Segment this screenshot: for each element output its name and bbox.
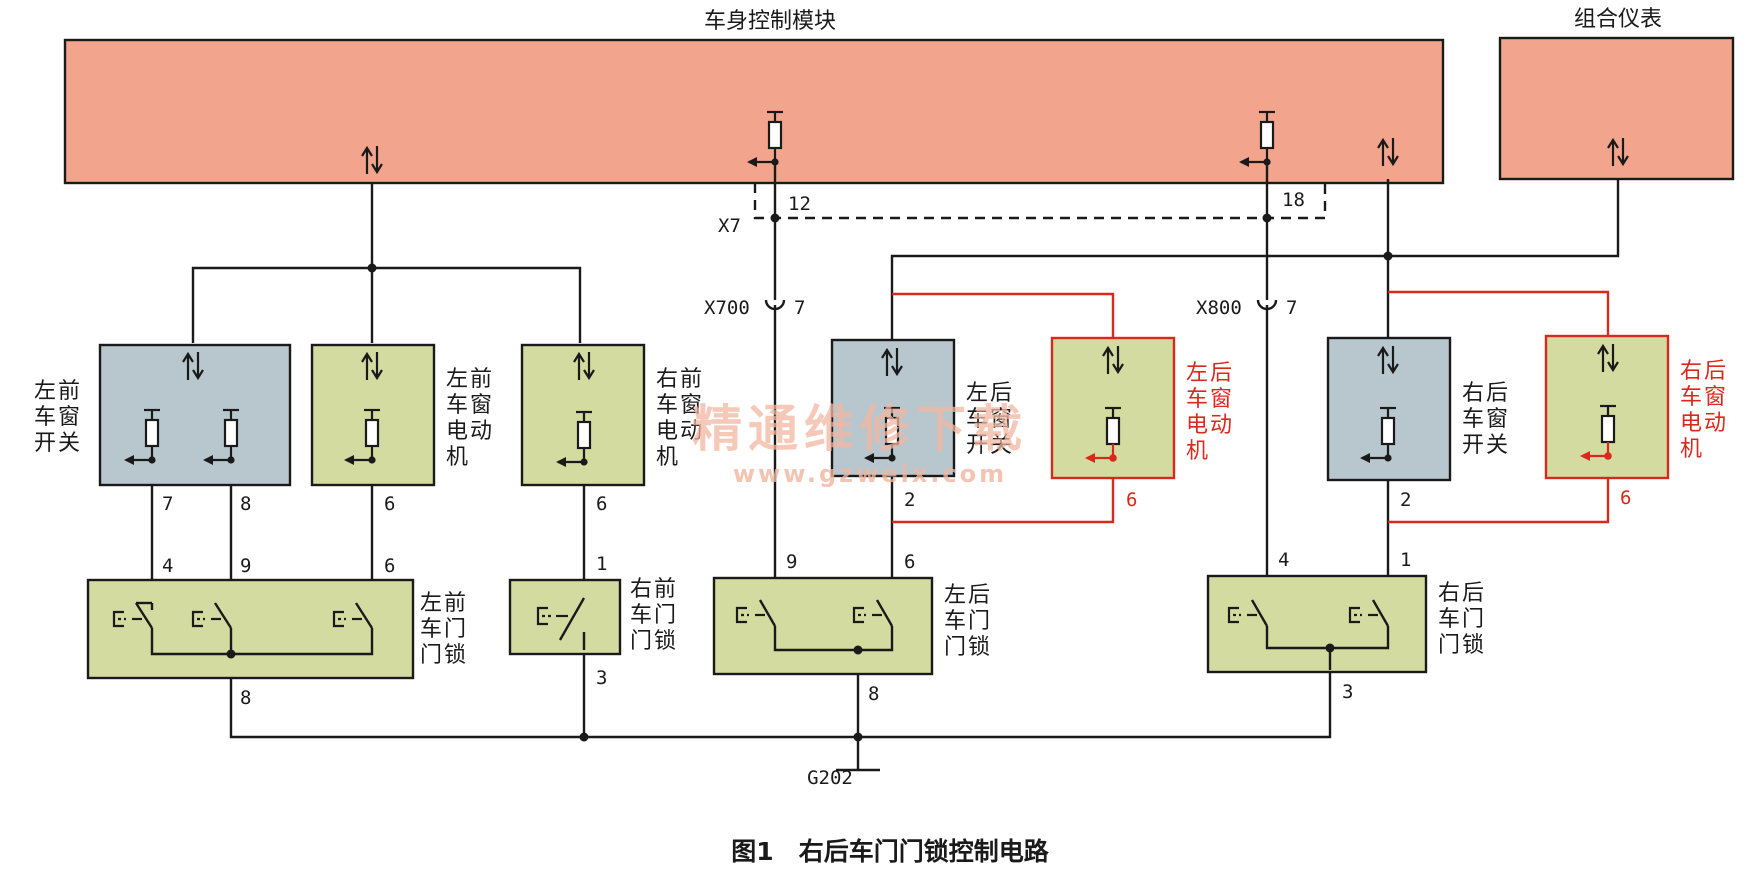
pin-rfl-3: 3 bbox=[596, 667, 607, 689]
rr-door-lock-label: 右后 车门 门锁 bbox=[1438, 581, 1491, 658]
pin-lfl-6: 6 bbox=[384, 555, 395, 577]
pin-rfm-6: 6 bbox=[596, 493, 607, 515]
rr-window-motor-label: 右后 车窗 电动 机 bbox=[1680, 359, 1733, 462]
pin-lrl-9: 9 bbox=[786, 551, 797, 573]
lr-window-switch-label: 左后 车窗 开关 bbox=[966, 381, 1019, 458]
lf-window-switch-block bbox=[98, 343, 292, 487]
component-labels: 左前 车窗 开关 左前 车窗 电动 机 右前 车窗 电动 机 左后 车窗 开关 … bbox=[34, 359, 1733, 668]
rf-lock-switch bbox=[536, 597, 586, 650]
pin-lrs-2: 2 bbox=[904, 489, 915, 511]
pin-lfl-4: 4 bbox=[162, 555, 173, 577]
bcm-label: 车身控制模块 bbox=[704, 9, 836, 34]
lf-window-switch-label: 左前 车窗 开关 bbox=[34, 379, 87, 456]
lr-door-lock-label: 左后 车门 门锁 bbox=[944, 583, 997, 660]
pin-lfl-8: 8 bbox=[240, 687, 251, 709]
lf-door-lock-block bbox=[86, 578, 415, 680]
pin-lfl-9: 9 bbox=[240, 555, 251, 577]
connector-x700-label: X700 bbox=[704, 297, 750, 319]
connector-x800-label: X800 bbox=[1196, 297, 1242, 319]
pin-lfs-7: 7 bbox=[162, 493, 173, 515]
junction-dots bbox=[367, 213, 1393, 742]
watermark-text: 精通维修下载 bbox=[692, 400, 1028, 458]
cluster-label: 组合仪表 bbox=[1574, 7, 1662, 32]
lf-window-motor-label: 左前 车窗 电动 机 bbox=[446, 367, 499, 470]
rf-window-motor-label: 右前 车窗 电动 机 bbox=[656, 367, 709, 470]
pin-lfs-8: 8 bbox=[240, 493, 251, 515]
pin-x800-7: 7 bbox=[1286, 297, 1297, 319]
pin-lrl-8: 8 bbox=[868, 683, 879, 705]
ground-g202-label: G202 bbox=[807, 767, 853, 789]
cluster-block bbox=[1498, 36, 1735, 181]
pin-rrl-1: 1 bbox=[1400, 549, 1411, 571]
lr-lock-switches bbox=[735, 599, 894, 655]
pin-bcm-12: 12 bbox=[788, 193, 811, 215]
pin-bcm-18: 18 bbox=[1282, 189, 1305, 211]
lr-window-motor-label: 左后 车窗 电动 机 bbox=[1186, 361, 1239, 464]
pin-rrl-3: 3 bbox=[1342, 681, 1353, 703]
red-wires bbox=[892, 290, 1610, 524]
figure-caption: 图1 右后车门门锁控制电路 bbox=[731, 837, 1049, 866]
rf-door-lock-label: 右前 车门 门锁 bbox=[630, 577, 683, 654]
watermark-url: www.gzweix.com bbox=[733, 460, 1007, 488]
rr-door-lock-block bbox=[1206, 574, 1428, 674]
pin-rrl-4: 4 bbox=[1278, 549, 1289, 571]
pin-rfl-1: 1 bbox=[596, 553, 607, 575]
pin-lrm-6: 6 bbox=[1126, 489, 1137, 511]
pin-lfm-6: 6 bbox=[384, 493, 395, 515]
lf-lock-switches bbox=[112, 601, 374, 659]
lf-door-lock-label: 左前 车门 门锁 bbox=[420, 591, 473, 668]
pin-numbers: 12 18 7 7 7 8 6 6 2 6 2 6 4 9 6 8 1 3 9 … bbox=[162, 189, 1631, 709]
connector-x7-label: X7 bbox=[718, 215, 741, 237]
rr-lock-switches bbox=[1227, 599, 1390, 670]
pin-rrm-6: 6 bbox=[1620, 487, 1631, 509]
lr-door-lock-block bbox=[712, 576, 934, 676]
pin-rrs-2: 2 bbox=[1400, 489, 1411, 511]
pin-x700-7: 7 bbox=[794, 297, 805, 319]
rr-window-switch-label: 右后 车窗 开关 bbox=[1462, 381, 1515, 458]
pin-lrl-6: 6 bbox=[904, 551, 915, 573]
